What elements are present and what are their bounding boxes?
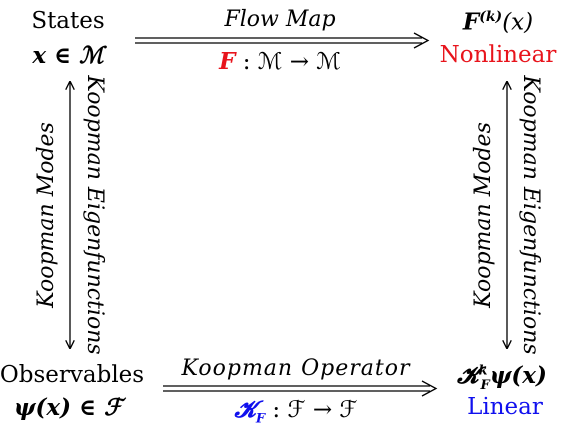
observables-label: Observables	[0, 362, 145, 388]
observables-formula: ψ(x) ∈ ℱ	[13, 394, 123, 421]
left-koopman-modes-label: Koopman Modes	[34, 122, 59, 308]
flow-map-arrow	[135, 32, 430, 49]
left-koopman-eigenfunctions-label: Koopman Eigenfunctions	[82, 75, 107, 355]
right-koopman-modes-label: Koopman Modes	[471, 122, 496, 308]
koopman-evolved-formula: 𝓚kFψ(x)	[457, 362, 547, 393]
right-koopman-eigenfunctions-label: Koopman Eigenfunctions	[518, 75, 543, 355]
states-label: States	[31, 8, 105, 34]
flow-map-label: Flow Map	[224, 7, 336, 32]
koopman-operator-formula: 𝓚F : ℱ → ℱ	[234, 396, 358, 427]
flow-result-formula: F(k)(x)	[462, 8, 534, 36]
nonlinear-tag: Nonlinear	[439, 42, 557, 68]
flow-map-formula: F : ℳ → ℳ	[219, 48, 341, 75]
linear-tag: Linear	[467, 394, 543, 420]
koopman-operator-label: Koopman Operator	[181, 356, 411, 381]
states-formula: x ∈ ℳ	[32, 42, 104, 69]
koopman-operator-arrow	[163, 380, 438, 397]
